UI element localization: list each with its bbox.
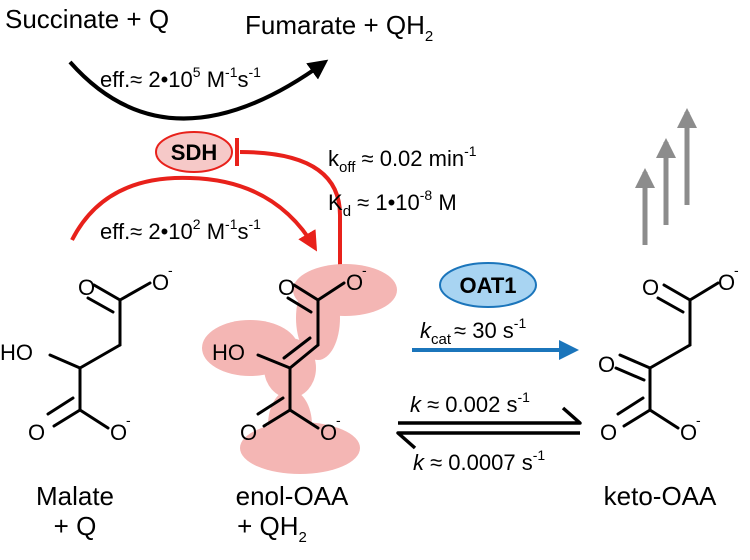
svg-text:O: O (680, 420, 697, 445)
svg-text:O: O (598, 352, 615, 377)
svg-text:O: O (110, 420, 127, 445)
reverse-rate-label: k ≈ 0.0007 s-1 (413, 447, 545, 475)
svg-text:O: O (320, 420, 337, 445)
svg-text:-: - (696, 412, 701, 428)
succinate-efficiency-label: eff.≈ 2•105 M-1s-1 (100, 64, 261, 92)
svg-text:-: - (168, 262, 173, 278)
svg-text:O: O (78, 275, 95, 300)
keto-oaa-structure: O O - O O O - (598, 262, 739, 445)
svg-text:O: O (346, 270, 363, 295)
malate-efficiency-label: eff.≈ 2•102 M-1s-1 (100, 216, 261, 244)
malate-structure: O O - HO O O - (0, 262, 173, 445)
enol-qh2-label: + QH2 (237, 511, 307, 546)
enol-oaa-structure: O O - HO O O - (212, 262, 367, 445)
keto-oaa-label: keto-OAA (604, 481, 717, 511)
svg-text:-: - (362, 262, 367, 278)
svg-text:O: O (600, 420, 617, 445)
enol-oaa-highlight (202, 264, 397, 474)
svg-text:-: - (336, 412, 341, 428)
koff-label: koff ≈ 0.02 min-1 (328, 143, 477, 176)
sdh-label: SDH (171, 140, 217, 165)
kd-label: Kd ≈ 1•10-8 M (328, 187, 457, 220)
svg-text:O: O (278, 275, 295, 300)
svg-text:-: - (126, 412, 131, 428)
sdh-inhibition-line (239, 150, 342, 270)
forward-equilibrium-arrow (398, 406, 582, 425)
svg-text:O: O (28, 420, 45, 445)
oat1-enzyme-badge (439, 262, 537, 308)
svg-text:O: O (152, 270, 169, 295)
svg-text:O: O (718, 270, 735, 295)
reverse-equilibrium-arrow (396, 431, 580, 450)
succinate-q-label: Succinate + Q (5, 4, 169, 34)
svg-text:HO: HO (212, 340, 245, 365)
fumarate-qh2-label: Fumarate + QH2 (245, 10, 433, 45)
kcat-label: kcat≈ 30 s-1 (420, 315, 526, 348)
forward-rate-label: k ≈ 0.002 s-1 (410, 389, 530, 417)
svg-text:HO: HO (0, 340, 33, 365)
oat1-label: OAT1 (459, 273, 516, 298)
malate-oxidation-arrow (70, 175, 318, 252)
sdh-enzyme-badge (155, 131, 233, 173)
enol-oaa-label: enol-OAA (236, 481, 349, 511)
svg-text:O: O (240, 420, 257, 445)
succinate-oxidation-arrow (68, 59, 329, 121)
svg-text:-: - (734, 262, 739, 278)
malate-label: Malate (36, 481, 114, 511)
svg-text:O: O (642, 275, 659, 300)
malate-q-label: + Q (54, 511, 97, 541)
